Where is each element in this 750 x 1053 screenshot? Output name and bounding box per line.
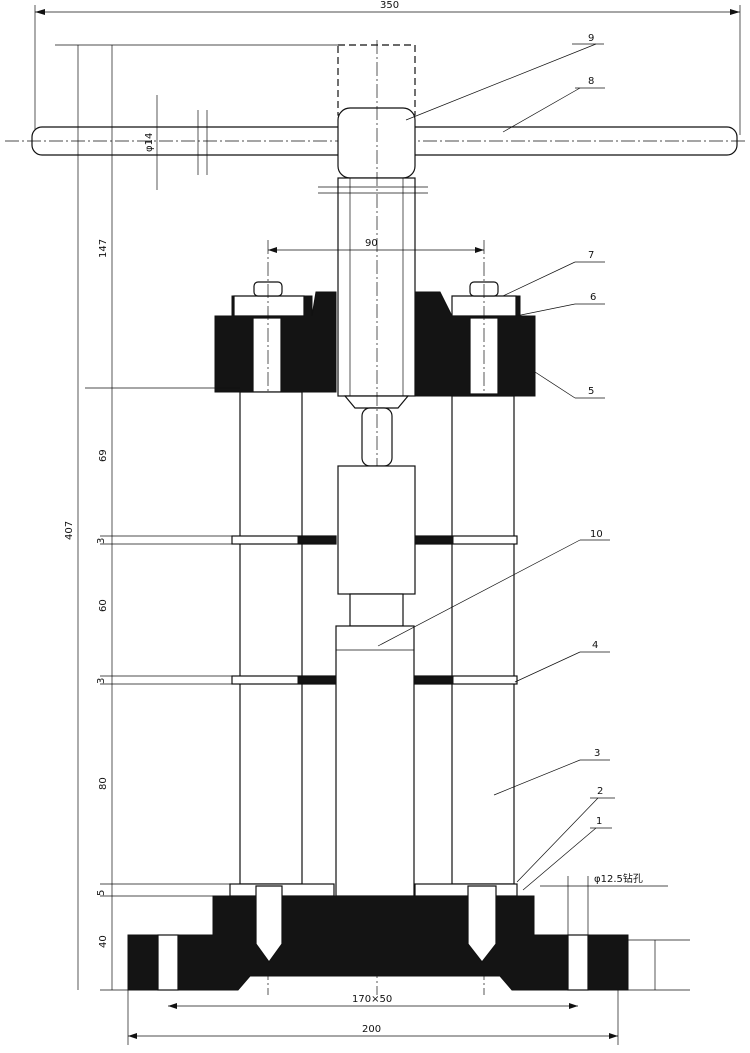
dim-69-label: 69: [98, 449, 109, 462]
drill-note-label: φ12.5钻孔: [594, 872, 643, 885]
pusher-assembly: [335, 465, 416, 897]
part-label-5: 5: [588, 386, 594, 397]
part-label-10: 10: [590, 529, 603, 540]
drill-note: φ12.5钻孔: [540, 872, 668, 935]
part-label-8: 8: [588, 76, 594, 87]
screw-spindle: [318, 40, 428, 995]
overall-width-dimension: 350: [34, 0, 741, 135]
part-leaders: 9 8 7 6 5 10 4 3 2 1: [377, 33, 615, 891]
part-label-9: 9: [588, 33, 594, 44]
bottom-dimensions: 170×50 200: [127, 939, 690, 1045]
dim-40-label: 40: [98, 935, 109, 948]
part-label-1: 1: [596, 816, 602, 827]
dim-5-label: 5: [96, 890, 107, 896]
base-width-label: 200: [362, 1024, 381, 1035]
part-label-6: 6: [590, 292, 596, 303]
part-label-7: 7: [588, 250, 594, 261]
part-label-3: 3: [594, 748, 600, 759]
vertical-dimensions: 147 407 69 3 60 3 80 5 40: [55, 44, 340, 991]
bar-diameter-label: φ14: [144, 133, 155, 152]
bolt-spacing-label: 90: [365, 238, 378, 249]
overall-width-label: 350: [380, 0, 399, 11]
dim-3a-label: 3: [96, 538, 107, 544]
part-label-2: 2: [597, 786, 603, 797]
dim-60-label: 60: [98, 599, 109, 612]
dim-80-label: 80: [98, 777, 109, 790]
slot-dimension-label: 170×50: [352, 994, 392, 1005]
overall-height-label: 407: [64, 521, 75, 540]
guide-columns: [231, 391, 518, 885]
bolt-spacing-dimension: 90: [268, 238, 484, 253]
base-plate: [127, 883, 629, 991]
dim-3b-label: 3: [96, 678, 107, 684]
handle-height-label: 147: [98, 239, 109, 258]
part-label-4: 4: [592, 640, 598, 651]
upper-plate: [214, 240, 536, 995]
